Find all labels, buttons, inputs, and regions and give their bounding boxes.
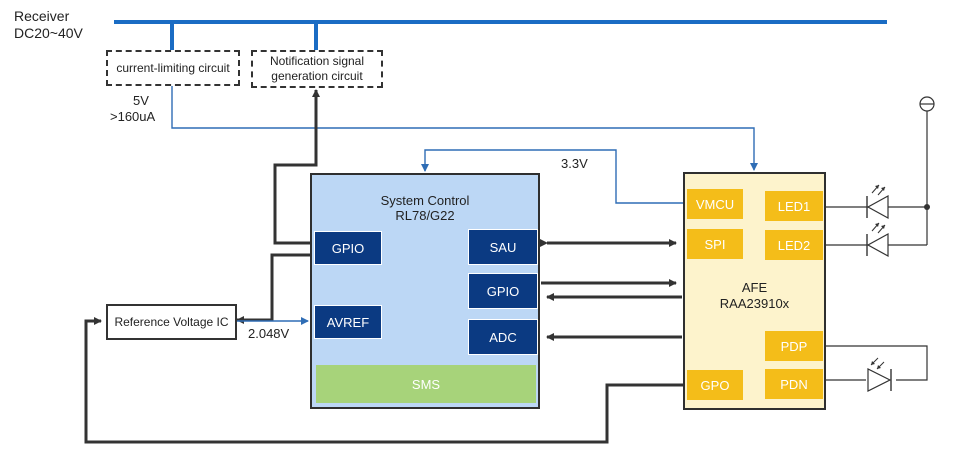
afe-pin-pdn: PDN	[765, 369, 823, 399]
led2-diode-icon	[866, 222, 889, 258]
afe-pin-vmcu: VMCU	[687, 189, 743, 219]
photodiode-icon	[867, 357, 892, 392]
afe-pin-led2: LED2	[765, 230, 823, 260]
reference-voltage-ic: Reference Voltage IC	[106, 304, 237, 340]
afe-pin-spi: SPI	[687, 229, 743, 259]
supply-3v3-line	[421, 149, 685, 204]
current-limiting-circuit: current-limiting circuit	[106, 50, 240, 86]
mcu-pin-adc: ADC	[468, 319, 538, 355]
mcu-sms-block: SMS	[316, 365, 536, 403]
avref-voltage-label: 2.048V	[248, 326, 290, 341]
led1-diode-icon	[866, 184, 889, 220]
mcu-title-line1: System Control	[380, 193, 470, 208]
mcu-pin-gpio-left: GPIO	[314, 231, 382, 265]
supply-voltage-label: 5V	[133, 93, 149, 108]
afe-chip: VMCU SPI LED1 LED2 AFE RAA23910x PDP PDN…	[683, 172, 826, 410]
system-control-mcu: System Control RL78/G22 GPIO AVREF SAU G…	[310, 173, 540, 409]
gpo-to-reference	[84, 317, 686, 444]
afe-title-line2: RAA23910x	[719, 296, 790, 311]
pdp-wire	[826, 345, 928, 381]
receiver-title: Receiver	[14, 8, 70, 24]
mcu-pin-gpio-right: GPIO	[468, 273, 538, 309]
mcu-pin-avref: AVREF	[314, 305, 382, 339]
afe-pin-led1: LED1	[765, 191, 823, 221]
supply-current-label: >160uA	[110, 109, 156, 124]
gpio-to-reference	[236, 253, 311, 324]
afe-title-line1: AFE	[741, 280, 768, 295]
reference-ic-label: Reference Voltage IC	[114, 315, 229, 329]
afe-pin-gpo: GPO	[687, 370, 743, 400]
supply-5v-line	[171, 86, 758, 171]
mcu-pin-sau: SAU	[468, 229, 538, 265]
notification-label-line1: Notification signal	[269, 54, 365, 68]
mcu-title-line2: RL78/G22	[395, 208, 455, 223]
afe-pin-pdp: PDP	[765, 331, 823, 361]
vmcu-supply-label: 3.3V	[561, 156, 588, 171]
receiver-voltage: DC20~40V	[14, 25, 83, 41]
current-limiting-label: current-limiting circuit	[116, 60, 230, 75]
notification-label-line2: generation circuit	[271, 69, 363, 83]
gpio-to-notification	[273, 89, 320, 245]
notification-signal-circuit: Notification signal generation circuit	[251, 50, 383, 88]
